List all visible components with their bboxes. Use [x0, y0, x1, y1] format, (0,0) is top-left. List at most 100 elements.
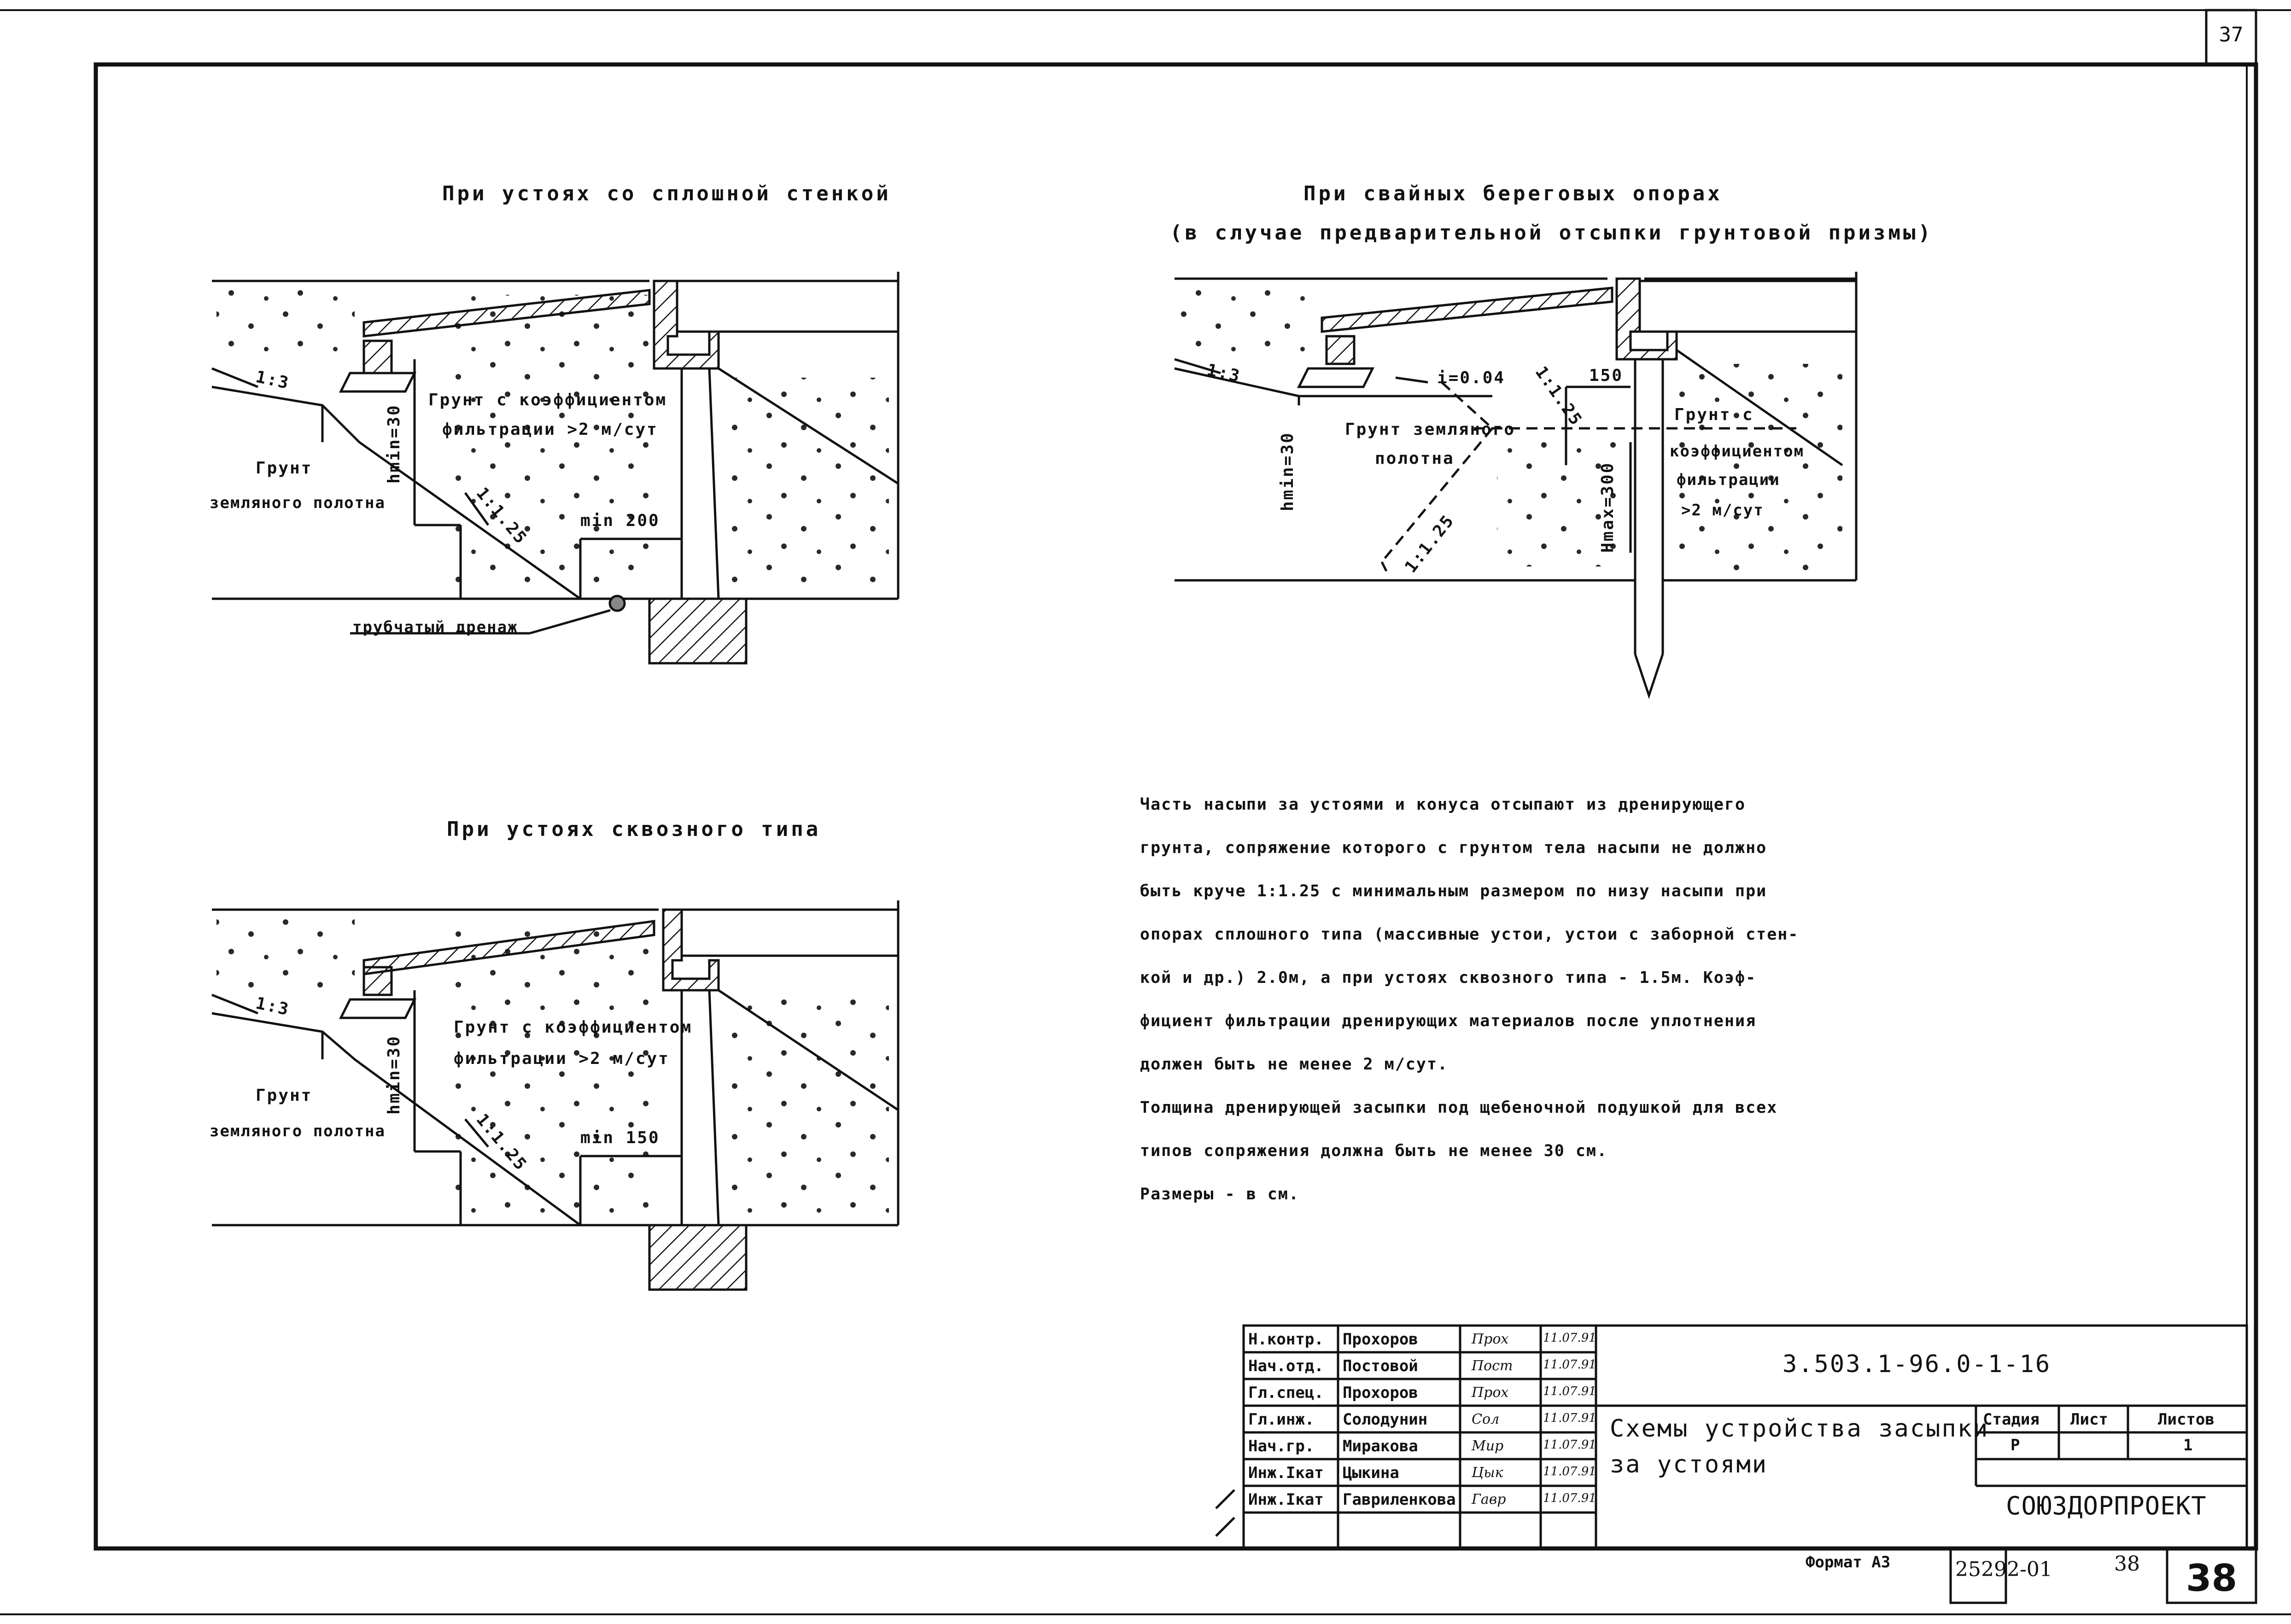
- diagram2-soil-label-1: Грунт земляного: [1345, 420, 1516, 439]
- stage-header: Стадия: [1983, 1410, 2040, 1429]
- staff-signature: Прох: [1472, 1331, 1509, 1347]
- diagram2-incline: i=0.04: [1437, 368, 1506, 387]
- diagram2-dim-150: 150: [1589, 366, 1624, 385]
- inventory-number: 25292-01: [1955, 1558, 2052, 1581]
- staff-role: Нач.отд.: [1248, 1357, 1324, 1375]
- diagram2-fill-label-2: коэффициентом: [1670, 442, 1805, 461]
- staff-name: Прохоров: [1343, 1330, 1418, 1349]
- note-line: фициент фильтрации дренирующих материало…: [1140, 1012, 1757, 1030]
- diagram1-drain-label: трубчатый дренаж: [352, 618, 518, 637]
- staff-signature: Пост: [1472, 1358, 1513, 1374]
- diagram1-fill-label-1: Грунт с коэффициентом: [428, 391, 667, 409]
- staff-role: Н.контр.: [1248, 1330, 1324, 1349]
- stage-value: Р: [2010, 1436, 2020, 1455]
- sheets-value: 1: [2183, 1436, 2193, 1455]
- diagram2-fill-label-4: >2 м/сут: [1681, 501, 1764, 520]
- diagram2-hmax: Hmax=300: [1598, 461, 1617, 553]
- staff-name: Постовой: [1343, 1357, 1418, 1375]
- diagram1-hmin: hmin=30: [385, 404, 403, 484]
- cone-dots-3: [723, 999, 889, 1216]
- diagram2-soil-label-2: полотна: [1375, 449, 1455, 468]
- drain-fill-dots-3: [451, 926, 654, 1216]
- diagram3-soil-label-1: Грунт: [256, 1086, 313, 1105]
- organization: СОЮЗДОРПРОЕКТ: [2006, 1491, 2207, 1520]
- diagram2-fill-label-3: фильтрации: [1677, 471, 1780, 489]
- staff-row: Гл.инж. Солодунин Сол 11.07.91: [1244, 1406, 1596, 1432]
- diagram2-subtitle: (в случае предварительной отсыпки грунто…: [1170, 221, 1934, 245]
- diagram3-title: При устоях сквозного типа: [447, 818, 821, 841]
- note-line: Часть насыпи за устоями и конуса отсыпаю…: [1140, 795, 1746, 814]
- staff-signature: Сол: [1472, 1411, 1500, 1427]
- note-line: типов сопряжения должна быть не менее 30…: [1140, 1142, 1608, 1160]
- note-line: опорах сплошного типа (массивные устои, …: [1140, 925, 1799, 944]
- diagram-pile-abutment: [1174, 272, 1858, 699]
- staff-signature: Прох: [1472, 1384, 1509, 1401]
- staff-date: 11.07.91: [1543, 1465, 1596, 1478]
- note-line: грунта, сопряжение которого с грунтом те…: [1140, 839, 1767, 857]
- diagram3-hmin: hmin=30: [385, 1035, 403, 1115]
- staff-row: Нач.отд. Постовой Пост 11.07.91: [1244, 1352, 1596, 1379]
- sheet-frame: [0, 9, 2291, 1615]
- diagram1-min: min 200: [580, 511, 660, 530]
- note-line: кой и др.) 2.0м, а при устоях сквозного …: [1140, 969, 1757, 987]
- staff-signature: Цык: [1472, 1465, 1503, 1481]
- diagram1-soil-label-1: Грунт: [256, 459, 313, 478]
- staff-row: Гл.спец. Прохоров Прох 11.07.91: [1244, 1379, 1596, 1406]
- drawing-title-1: Схемы устройства засыпки: [1610, 1415, 1989, 1443]
- staff-row: Инж.Iкат Гавриленкова Гавр 11.07.91: [1244, 1486, 1596, 1513]
- staff-role: Нач.гр.: [1248, 1437, 1315, 1455]
- inventory-page: 38: [2114, 1552, 2140, 1576]
- note-line: быть круче 1:1.25 с минимальным размером…: [1140, 882, 1767, 900]
- note-line: Размеры - в см.: [1140, 1185, 1300, 1203]
- diagram2-fill-label-1: Грунт с: [1674, 405, 1754, 424]
- diagram2-hmin: hmin=30: [1278, 432, 1297, 511]
- staff-name: Прохоров: [1343, 1384, 1418, 1402]
- staff-date: 11.07.91: [1543, 1358, 1596, 1372]
- page-number-bottom: 38: [2186, 1557, 2238, 1600]
- staff-role: Гл.инж.: [1248, 1410, 1315, 1429]
- staff-name: Цыкина: [1343, 1464, 1399, 1482]
- diagram2-title: При свайных береговых опорах: [1303, 182, 1723, 205]
- embankment-dots-2: [1179, 286, 1317, 359]
- staff-name: Гавриленкова: [1343, 1490, 1456, 1509]
- staff-date: 11.07.91: [1543, 1411, 1596, 1425]
- staff-date: 11.07.91: [1543, 1438, 1596, 1452]
- diagram3-fill-label-1: Грунт с коэффициентом: [454, 1018, 693, 1037]
- staff-row: Нач.гр. Миракова Мир 11.07.91: [1244, 1432, 1596, 1459]
- drawing-title-2: за устоями: [1610, 1451, 1768, 1478]
- title-block-lines: [1215, 1324, 2257, 1604]
- diagram1-fill-label-2: фильтрации >2 м/сут: [442, 420, 658, 439]
- diagram3-min: min 150: [580, 1128, 660, 1147]
- diagram1-title: При устоях со сплошной стенкой: [442, 182, 891, 205]
- staff-name: Миракова: [1343, 1437, 1418, 1455]
- format-label: Формат А3: [1806, 1553, 1891, 1571]
- staff-date: 11.07.91: [1543, 1331, 1596, 1345]
- staff-role: Гл.спец.: [1248, 1384, 1324, 1402]
- staff-date: 11.07.91: [1543, 1491, 1596, 1505]
- staff-signature: Мир: [1472, 1438, 1504, 1454]
- staff-row: Н.контр. Прохоров Прох 11.07.91: [1244, 1326, 1596, 1352]
- staff-role: Инж.Iкат: [1248, 1464, 1324, 1482]
- drain-fill-dots-1: [451, 295, 654, 590]
- embankment-dots-1: [216, 286, 355, 359]
- sheets-header: Листов: [2158, 1410, 2215, 1429]
- cone-dots-1: [723, 378, 889, 590]
- sheet-header: Лист: [2070, 1410, 2108, 1429]
- staff-date: 11.07.91: [1543, 1384, 1596, 1398]
- staff-name: Солодунин: [1343, 1410, 1428, 1429]
- note-line: должен быть не менее 2 м/сут.: [1140, 1055, 1449, 1074]
- diagram-through-type: [211, 900, 900, 1291]
- pile-inner-dots: [1497, 433, 1631, 567]
- notes-block: Часть насыпи за устоями и конуса отсыпаю…: [1140, 783, 1799, 1216]
- diagram1-soil-label-2: земляного полотна: [210, 494, 386, 512]
- diagram3-soil-label-2: земляного полотна: [210, 1122, 386, 1140]
- staff-row: Инж.Iкат Цыкина Цык 11.07.91: [1244, 1459, 1596, 1486]
- doc-code: 3.503.1-96.0-1-16: [1783, 1350, 2051, 1378]
- embankment-dots-3: [216, 914, 355, 988]
- pile-fill-dots: [1677, 364, 1842, 571]
- staff-signature: Гавр: [1472, 1491, 1506, 1507]
- note-line: Толщина дренирующей засыпки под щебеночн…: [1140, 1098, 1778, 1117]
- page-number-top: 37: [2219, 23, 2244, 47]
- staff-role: Инж.Iкат: [1248, 1490, 1324, 1509]
